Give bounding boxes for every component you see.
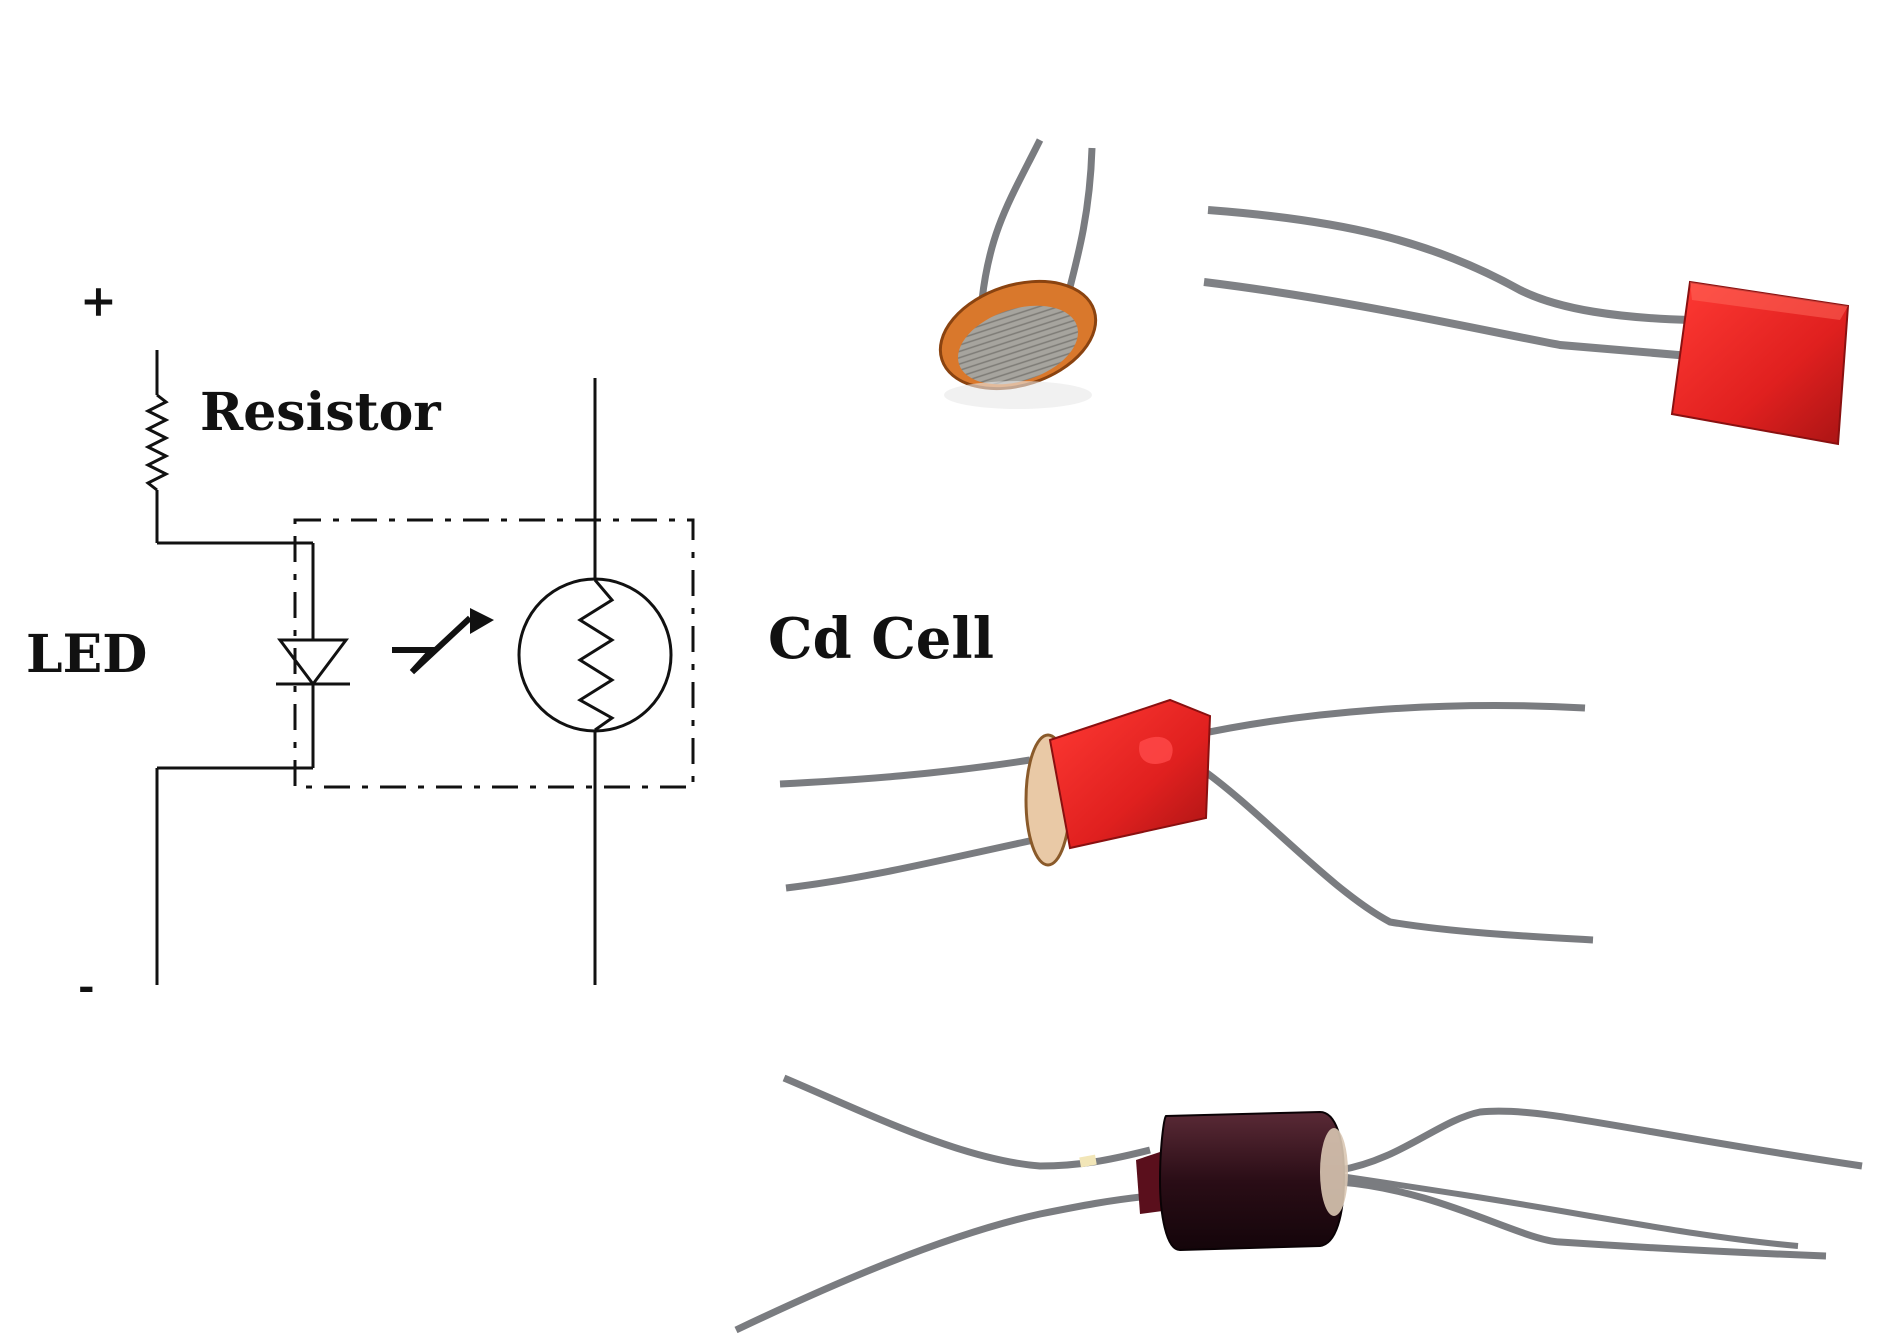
sealed-optocoupler-photo (734, 1074, 1863, 1334)
led-diode-symbol (277, 638, 349, 687)
red-led-photo (1203, 206, 1850, 446)
opto1-led-glow (1139, 736, 1173, 764)
plus-label: + (80, 276, 117, 327)
led-lead-short (1203, 278, 1691, 360)
opto2-lead-left-top (782, 1074, 1151, 1170)
cd-cell-resistor-symbol (577, 579, 615, 732)
homemade-optocoupler-photo (779, 698, 1594, 944)
opto1-lead-left-bottom (785, 836, 1035, 892)
opto2-solder-mark (1079, 1154, 1097, 1168)
photocell-sensor-face (957, 305, 1079, 385)
cd-cell-label: Cd Cell (768, 606, 994, 672)
opto2-heatshrink-body (1158, 1110, 1346, 1252)
led-label: LED (26, 624, 147, 685)
opto2-lead-right-middle (1339, 1173, 1799, 1249)
photocell-photo (938, 138, 1098, 409)
minus-label: - (78, 963, 95, 1010)
led-body (1670, 280, 1850, 446)
led-lead-long (1207, 206, 1691, 324)
photocell-lead-left (978, 138, 1044, 301)
arrow-head-icon (470, 608, 494, 634)
opto2-lead-right-bottom (1339, 1178, 1827, 1260)
opto1-led-body (1048, 698, 1212, 850)
opto2-lead-left-bottom (734, 1192, 1151, 1334)
opto2-end-cap (1320, 1128, 1348, 1216)
opto1-lead-right-top (1189, 702, 1586, 740)
opto1-lead-right-bottom (1197, 765, 1594, 944)
led-highlight (1690, 282, 1848, 320)
optocoupler-enclosure (293, 518, 695, 789)
opto1-lead-left-top (779, 756, 1031, 788)
opto2-lead-right-top (1339, 1107, 1863, 1174)
light-emission-arrow (392, 615, 473, 675)
resistor-symbol (144, 393, 170, 492)
schematic-diagram: + - Resistor LED Cd Cell (26, 276, 994, 1010)
photocell-shadow (944, 381, 1092, 409)
resistor-label: Resistor (200, 382, 441, 443)
